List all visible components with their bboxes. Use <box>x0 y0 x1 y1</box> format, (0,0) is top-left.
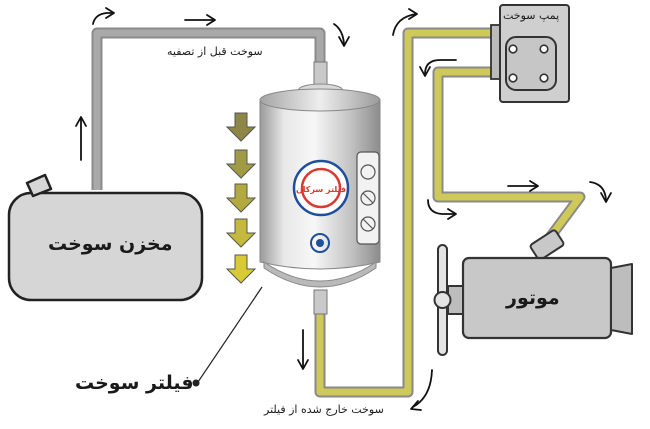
filter-label-leader <box>192 286 263 387</box>
fuel-tank <box>7 173 204 302</box>
filter-flow-arrow-icon <box>225 218 257 248</box>
flow-direction-arrows <box>75 7 612 411</box>
engine-label: موتور <box>506 287 560 309</box>
filter-flow-arrow-icon <box>225 112 257 142</box>
filter-warning-panel <box>356 151 380 245</box>
flow-arrow-icon <box>589 181 612 203</box>
flow-arrow-icon <box>392 8 418 36</box>
filter-flow-arrow-icon <box>225 183 257 213</box>
pump-flange <box>490 24 501 80</box>
flow-arrow-icon <box>427 199 457 220</box>
flow-arrow-icon <box>410 369 433 411</box>
engine-side-block <box>610 263 633 335</box>
bullet-dot-icon <box>192 379 200 387</box>
fan-icon <box>433 244 452 356</box>
pipe-pump-to-engine <box>432 66 586 244</box>
fuel-before-filter-label: سوخت قبل از تصفیه <box>167 45 263 58</box>
filter-brand-logo: فیلتر سرکان <box>292 159 350 217</box>
fuel-after-filter-label: سوخت خارج شده از فیلتر <box>264 403 384 416</box>
filter-certification-mark <box>310 233 330 253</box>
filter-label: فیلتر سوخت <box>75 372 194 394</box>
engine-intake <box>529 229 565 261</box>
fuel-filter: فیلتر سرکان <box>259 61 381 315</box>
engine <box>447 229 633 340</box>
flow-arrow-icon <box>419 59 457 77</box>
filter-flow-arrow-icon <box>225 254 257 284</box>
tank-cap <box>25 173 53 198</box>
flow-arrow-icon <box>75 116 87 161</box>
flow-arrow-icon <box>92 7 115 25</box>
tank-label: مخزن سوخت <box>48 233 173 255</box>
flow-arrow-icon <box>333 23 350 47</box>
fuel-pump <box>490 4 570 103</box>
flow-arrow-icon <box>507 180 539 192</box>
flow-arrow-icon <box>297 329 309 370</box>
flow-arrow-icon <box>184 14 216 26</box>
pipe-filtered-to-pump <box>314 27 495 398</box>
svg-text:فیلتر سرکان: فیلتر سرکان <box>296 185 346 194</box>
pump-label: پمپ سوخت <box>503 9 560 22</box>
filter-flow-arrows <box>225 112 257 284</box>
filter-flow-arrow-icon <box>225 149 257 179</box>
pipe-unfiltered <box>91 27 326 190</box>
